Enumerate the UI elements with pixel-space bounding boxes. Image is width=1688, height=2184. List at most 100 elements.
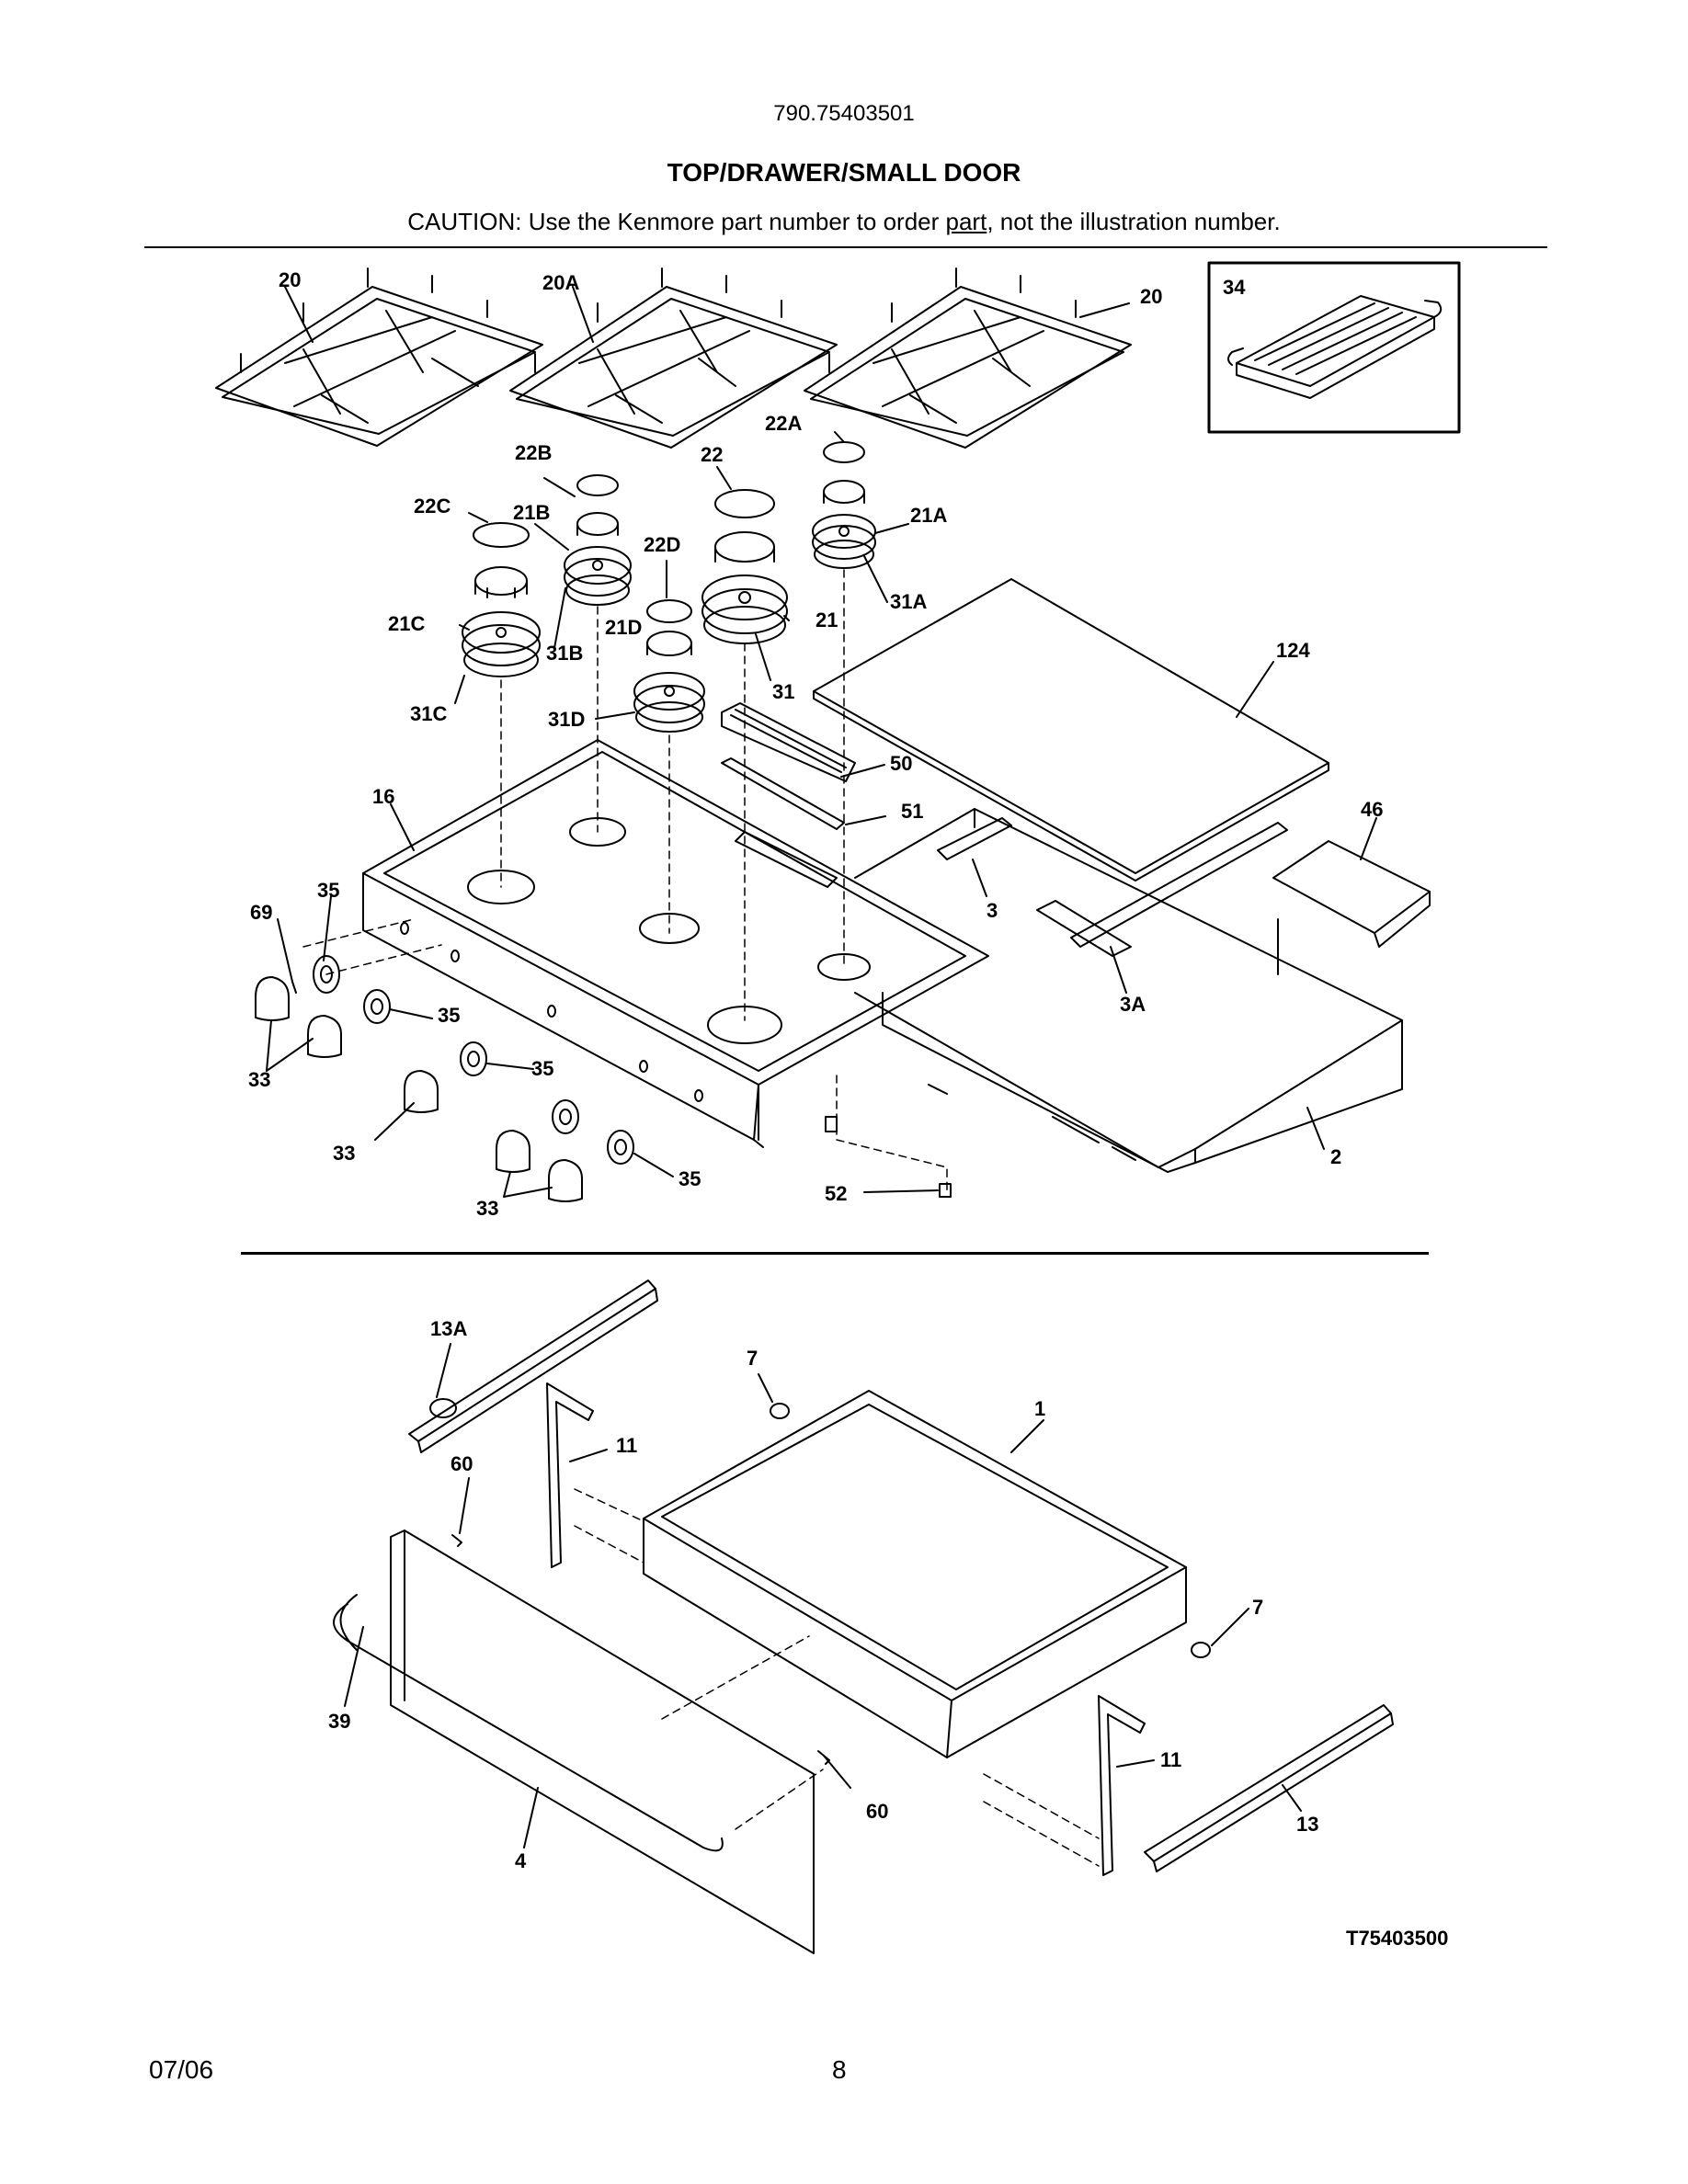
- slide-bracket-11-top: [546, 1382, 594, 1568]
- callout-22B: 22B: [515, 441, 552, 464]
- callout-20A: 20A: [542, 271, 579, 294]
- drawer-1: [643, 1390, 1187, 1758]
- caution-link-part: part: [945, 208, 987, 235]
- slide-13: [1144, 1704, 1394, 1872]
- alignment-lines: [302, 569, 948, 1196]
- caution-text-1: CAUTION: Use the Kenmore part number to …: [407, 208, 946, 235]
- bumper-7-top: [770, 1403, 790, 1419]
- burner-22-21-31: [701, 489, 788, 644]
- knob-33e: [548, 1159, 583, 1202]
- panel-124: [813, 578, 1329, 882]
- vent-trim-50: [721, 702, 856, 782]
- callout-31C: 31C: [410, 702, 447, 725]
- screw-60-top: [451, 1534, 462, 1547]
- callout-7-right: 7: [1252, 1596, 1263, 1619]
- callout-1: 1: [1034, 1397, 1045, 1420]
- callout-21B: 21B: [513, 501, 550, 524]
- rail-3: [937, 817, 1012, 860]
- duct-46: [1272, 840, 1431, 948]
- grate-20-right: [804, 267, 1132, 449]
- callout-13A: 13A: [430, 1317, 467, 1340]
- callout-35-a: 35: [317, 879, 339, 902]
- callout-2: 2: [1330, 1145, 1341, 1168]
- drawer-alignment-lines: [574, 1488, 1100, 1867]
- callout-124: 124: [1276, 639, 1310, 662]
- callout-39: 39: [328, 1710, 350, 1733]
- valve-ring-35a: [313, 955, 340, 994]
- knob-33b: [307, 1015, 342, 1058]
- callout-20-right: 20: [1140, 285, 1162, 308]
- footer-date: 07/06: [149, 2055, 214, 2084]
- bumper-7-right: [1191, 1642, 1211, 1658]
- callout-22C: 22C: [414, 495, 451, 518]
- callout-16: 16: [372, 785, 394, 808]
- bracket-51: [721, 757, 845, 830]
- nut-52b: [939, 1183, 952, 1198]
- callout-22D: 22D: [644, 533, 680, 556]
- grate-20-left: [215, 267, 543, 447]
- rail-3A: [1070, 822, 1288, 948]
- callout-11-bottom: 11: [1160, 1748, 1181, 1771]
- callout-31: 31: [772, 680, 794, 703]
- section-divider: [241, 1252, 1429, 1255]
- callout-34: 34: [1223, 276, 1246, 299]
- callout-33-a: 33: [248, 1068, 270, 1091]
- slide-13A: [408, 1280, 658, 1453]
- callout-11-top: 11: [616, 1434, 637, 1457]
- drawing-id: T75403500: [1346, 1927, 1449, 1950]
- callout-35-c: 35: [531, 1057, 553, 1080]
- knob-33d: [496, 1130, 530, 1173]
- callout-22A: 22A: [765, 412, 802, 435]
- cooktop-16: [362, 739, 989, 1148]
- burner-22D-21D-31D: [633, 599, 705, 733]
- callout-60-top: 60: [451, 1452, 473, 1475]
- callout-3: 3: [987, 899, 998, 922]
- valve-ring-35e: [607, 1130, 634, 1165]
- valve-ring-35b: [363, 989, 391, 1024]
- handle-39: [333, 1594, 724, 1852]
- callout-21: 21: [815, 609, 838, 631]
- callout-51: 51: [901, 800, 923, 823]
- leader-lines: [266, 286, 1377, 1848]
- page-title: TOP/DRAWER/SMALL DOOR: [667, 158, 1021, 187]
- valve-ring-35c: [460, 1041, 487, 1076]
- callout-21A: 21A: [910, 504, 947, 527]
- caution-note: CAUTION: Use the Kenmore part number to …: [0, 208, 1688, 236]
- nut-52a: [825, 1116, 838, 1132]
- knob-33a: [255, 976, 290, 1021]
- callout-31A: 31A: [890, 590, 927, 613]
- callout-21D: 21D: [605, 616, 642, 639]
- callout-31B: 31B: [546, 642, 583, 665]
- callout-60-bottom: 60: [866, 1800, 888, 1823]
- burner-22C-21C-31C: [462, 522, 541, 677]
- page-number: 8: [832, 2055, 847, 2084]
- slide-bracket-11-bottom: [1098, 1695, 1146, 1876]
- callout-50: 50: [890, 752, 912, 775]
- callout-3A: 3A: [1120, 993, 1146, 1016]
- griddle-34-box: [1207, 261, 1461, 434]
- model-number: 790.75403501: [773, 101, 915, 126]
- callout-21C: 21C: [388, 612, 425, 635]
- burner-22B-21B-31B: [564, 474, 632, 606]
- callout-4: 4: [515, 1849, 527, 1872]
- callout-22: 22: [701, 443, 723, 466]
- callout-69: 69: [250, 901, 272, 924]
- callout-35-d: 35: [679, 1167, 701, 1190]
- grate-20A-center: [509, 267, 838, 449]
- screw-69: [291, 981, 297, 994]
- callout-7-top: 7: [747, 1347, 758, 1370]
- drawer-front-4: [390, 1530, 815, 1954]
- callout-31D: 31D: [548, 708, 585, 731]
- screw-60-bottom: [817, 1750, 830, 1765]
- callout-13: 13: [1296, 1813, 1318, 1836]
- burner-box-2: [854, 808, 1403, 1173]
- callout-20-left: 20: [279, 268, 301, 291]
- callout-52: 52: [825, 1182, 847, 1205]
- callout-46: 46: [1361, 798, 1383, 821]
- callout-33-b: 33: [333, 1142, 355, 1165]
- knob-33c: [404, 1070, 439, 1113]
- header-divider: [144, 246, 1547, 248]
- callout-33-c: 33: [476, 1197, 498, 1220]
- valve-ring-35d: [552, 1099, 579, 1134]
